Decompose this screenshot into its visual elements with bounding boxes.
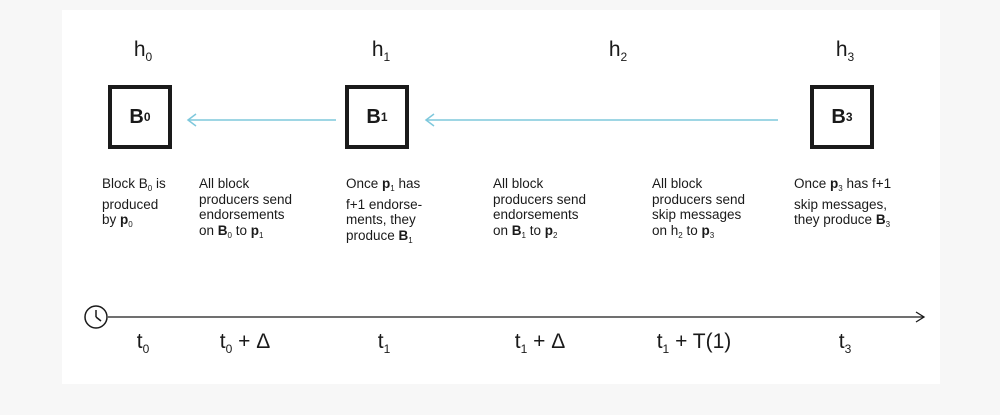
- description-line: All block: [199, 176, 250, 191]
- description-line: produced: [102, 196, 159, 212]
- description-line: on h2 to p3: [652, 222, 715, 240]
- description-p3-produces-b3: Once p3 has f+1 skip messages,they produc…: [794, 176, 891, 233]
- description-line: by p0: [102, 212, 133, 229]
- description-line: Block B0 is: [102, 176, 166, 193]
- time-label-t0-plus-delta: t0 + Δ: [219, 330, 271, 356]
- arrow-b3-to-b1: [424, 113, 778, 127]
- description-line: on B1 to p2: [493, 222, 558, 240]
- height-label-h3: h3: [835, 38, 855, 64]
- description-line: skip messages,: [794, 196, 888, 212]
- time-label-t1: t1: [377, 330, 391, 356]
- description-line: endorsements: [199, 207, 285, 222]
- description-line: producers send: [199, 191, 293, 207]
- description-line: ments, they: [346, 212, 416, 227]
- description-line: All block: [493, 176, 544, 191]
- description-line: produce B1: [346, 227, 413, 245]
- description-line: on B0 to p1: [199, 222, 264, 240]
- description-line: producers send: [652, 191, 746, 207]
- timeline-axis: [108, 311, 926, 323]
- description-line: they produce B3: [794, 212, 891, 229]
- description-line: All block: [652, 176, 703, 191]
- time-label-t1-plus-timeout: t1 + T(1): [656, 330, 732, 356]
- time-label-t0: t0: [136, 330, 150, 356]
- height-label-h1: h1: [371, 38, 391, 64]
- description-line: f+1 endorse-: [346, 196, 423, 212]
- height-label-h0: h0: [133, 38, 153, 64]
- description-line: Once p3 has f+1: [794, 176, 892, 193]
- arrow-b1-to-b0: [186, 113, 336, 127]
- description-line: endorsements: [493, 207, 579, 222]
- height-label-h2: h2: [608, 38, 628, 64]
- description-line: Once p1 has: [346, 176, 421, 193]
- time-label-t1-plus-delta: t1 + Δ: [514, 330, 566, 356]
- clock-icon: [84, 305, 108, 329]
- diagram-panel: [62, 10, 940, 384]
- description-line: producers send: [493, 191, 587, 207]
- time-label-t3: t3: [838, 330, 852, 356]
- description-line: skip messages: [652, 207, 742, 222]
